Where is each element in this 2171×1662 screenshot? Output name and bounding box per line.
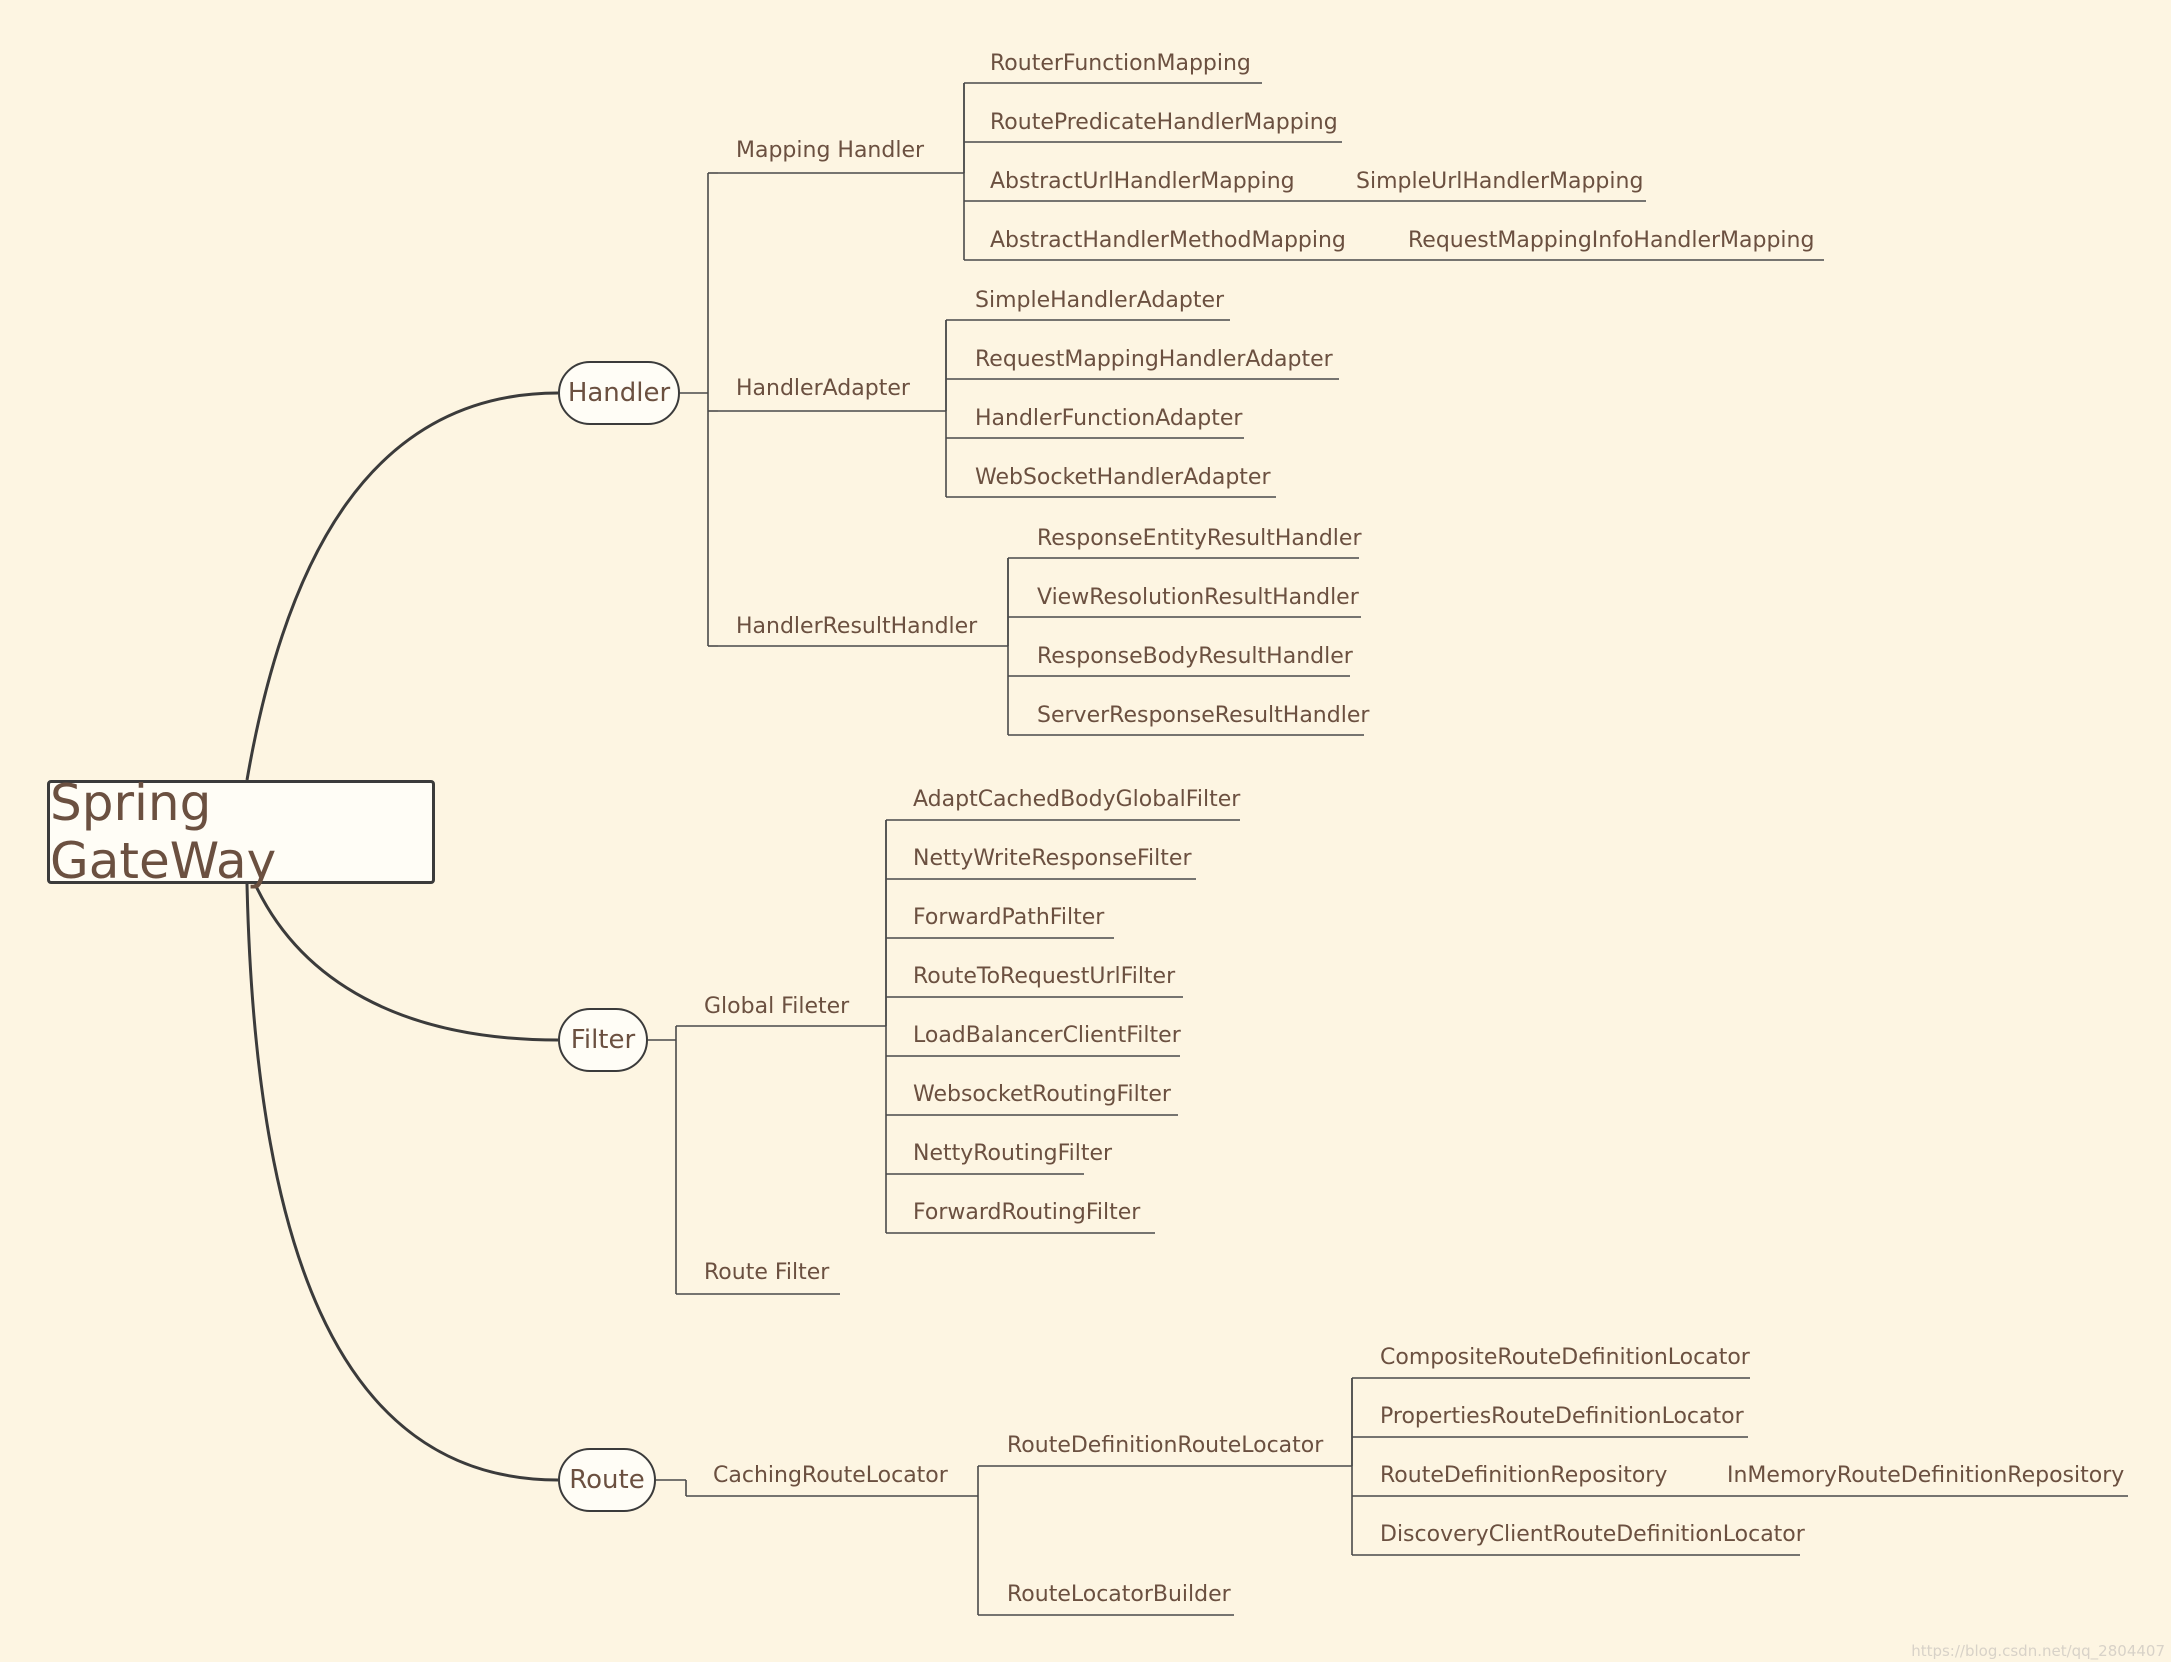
node-websocket-routing-filter: WebsocketRoutingFilter <box>913 1082 1171 1107</box>
node-abstract-handler-method-mapping: AbstractHandlerMethodMapping <box>990 228 1346 253</box>
node-response-entity-result-handler: ResponseEntityResultHandler <box>1037 526 1362 551</box>
node-handler-function-adapter: HandlerFunctionAdapter <box>975 406 1243 431</box>
node-handler: Handler <box>558 361 680 425</box>
node-discovery-client-route-definition-locator: DiscoveryClientRouteDefinitionLocator <box>1380 1522 1805 1547</box>
watermark: https://blog.csdn.net/qq_2804407 <box>1911 1642 2165 1660</box>
edge-0 <box>245 391 559 781</box>
node-response-body-result-handler: ResponseBodyResultHandler <box>1037 644 1353 669</box>
node-simple-url-handler-mapping: SimpleUrlHandlerMapping <box>1356 169 1644 194</box>
node-handler-adapter: HandlerAdapter <box>736 376 910 401</box>
node-filter: Filter <box>558 1008 648 1072</box>
node-simple-handler-adapter: SimpleHandlerAdapter <box>975 288 1225 313</box>
node-server-response-result-handler: ServerResponseResultHandler <box>1037 703 1370 728</box>
root-node: Spring GateWay <box>47 774 435 890</box>
node-forward-routing-filter: ForwardRoutingFilter <box>913 1200 1141 1225</box>
node-request-mapping-info-handler-mapping: RequestMappingInfoHandlerMapping <box>1408 228 1815 253</box>
node-route: Route <box>558 1448 656 1512</box>
node-request-mapping-handler-adapter: RequestMappingHandlerAdapter <box>975 347 1333 372</box>
node-websocket-handler-adapter: WebSocketHandlerAdapter <box>975 465 1271 490</box>
node-netty-routing-filter: NettyRoutingFilter <box>913 1141 1113 1166</box>
node-router-function-mapping: RouterFunctionMapping <box>990 51 1251 76</box>
edge-2 <box>245 883 559 1482</box>
node-netty-write-response-filter: NettyWriteResponseFilter <box>913 846 1192 871</box>
node-route-to-request-url-filter: RouteToRequestUrlFilter <box>913 964 1176 989</box>
node-route-predicate-handler-mapping: RoutePredicateHandlerMapping <box>990 110 1338 135</box>
node-mapping-handler: Mapping Handler <box>736 138 925 163</box>
node-route-locator-builder: RouteLocatorBuilder <box>1007 1582 1231 1607</box>
node-route-definition-route-locator: RouteDefinitionRouteLocator <box>1007 1433 1324 1458</box>
edge-1 <box>253 883 559 1042</box>
node-forward-path-filter: ForwardPathFilter <box>913 905 1105 930</box>
node-load-balancer-client-filter: LoadBalancerClientFilter <box>913 1023 1181 1048</box>
node-in-memory-route-definition-repository: InMemoryRouteDefinitionRepository <box>1727 1463 2125 1488</box>
node-properties-route-definition-locator: PropertiesRouteDefinitionLocator <box>1380 1404 1744 1429</box>
node-view-resolution-result-handler: ViewResolutionResultHandler <box>1037 585 1359 610</box>
node-global-filter: Global Fileter <box>704 994 850 1019</box>
node-route-definition-repository: RouteDefinitionRepository <box>1380 1463 1668 1488</box>
node-route-filter: Route Filter <box>704 1260 830 1285</box>
node-composite-route-definition-locator: CompositeRouteDefinitionLocator <box>1380 1345 1750 1370</box>
node-abstract-url-handler-mapping: AbstractUrlHandlerMapping <box>990 169 1295 194</box>
node-adapt-cached-body-global-filter: AdaptCachedBodyGlobalFilter <box>913 787 1241 812</box>
node-caching-route-locator: CachingRouteLocator <box>713 1463 948 1488</box>
node-handler-result-handler: HandlerResultHandler <box>736 614 978 639</box>
